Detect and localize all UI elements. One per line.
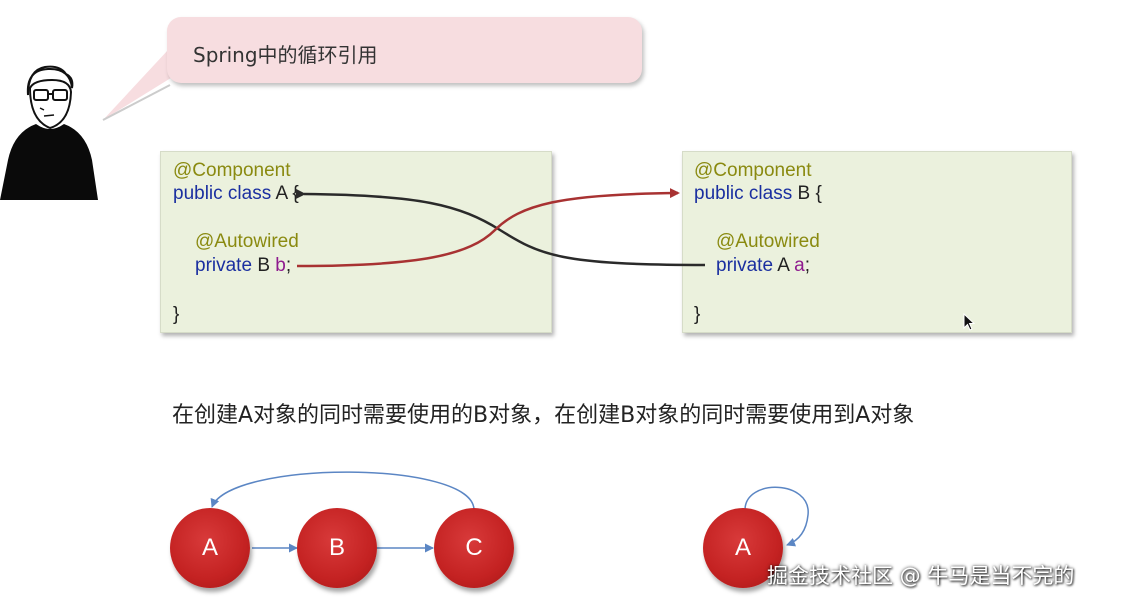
class-b-field: private A a; <box>716 255 810 277</box>
class-a-field-end: ; <box>285 255 292 276</box>
bubble-title: Spring中的循环引用 <box>193 43 378 67</box>
class-b-field-keyword: private <box>716 255 778 276</box>
explanation-caption: 在创建A对象的同时需要使用的B对象，在创建B对象的同时需要使用到A对象 <box>172 403 915 428</box>
class-a-annotation: @Component <box>173 160 291 181</box>
class-b-declaration: public class B { <box>694 183 822 205</box>
speech-bubble: Spring中的循环引用 <box>167 17 642 83</box>
watermark: 掘金技术社区 @ 牛马是当不完的 <box>767 564 1075 588</box>
chain-node-b: B <box>297 508 377 588</box>
class-b-code-box: @Component public class B { @Autowired p… <box>682 151 1072 333</box>
chain-node-c: C <box>434 508 514 588</box>
class-b-field-type: A <box>777 255 795 276</box>
class-a-declaration: public class A { <box>173 183 299 205</box>
class-a-close-brace: } <box>173 304 180 325</box>
class-b-close-brace: } <box>694 304 701 325</box>
class-a-field-keyword: private <box>195 255 258 276</box>
mouse-cursor-icon <box>963 313 975 331</box>
class-b-decl-name: B { <box>797 183 822 204</box>
self-node-a: A <box>703 508 783 588</box>
arrow-chain-c-to-a <box>210 471 475 511</box>
class-a-code-box: @Component public class A { @Autowired p… <box>160 151 552 333</box>
class-b-decl-keyword: public class <box>694 183 798 204</box>
class-a-field: private B b; <box>195 255 291 277</box>
chain-node-a: A <box>170 508 250 588</box>
class-b-field-name: a <box>794 255 805 276</box>
class-a-field-name: b <box>275 255 286 276</box>
class-b-field-annotation: @Autowired <box>716 231 820 252</box>
class-a-decl-name: A { <box>275 183 299 204</box>
class-b-annotation: @Component <box>694 160 812 181</box>
presenter-avatar-icon <box>0 65 98 200</box>
class-a-field-annotation: @Autowired <box>195 231 299 252</box>
class-a-field-type: B <box>257 255 276 276</box>
class-b-field-end: ; <box>804 255 811 276</box>
class-a-decl-keyword: public class <box>173 183 276 204</box>
